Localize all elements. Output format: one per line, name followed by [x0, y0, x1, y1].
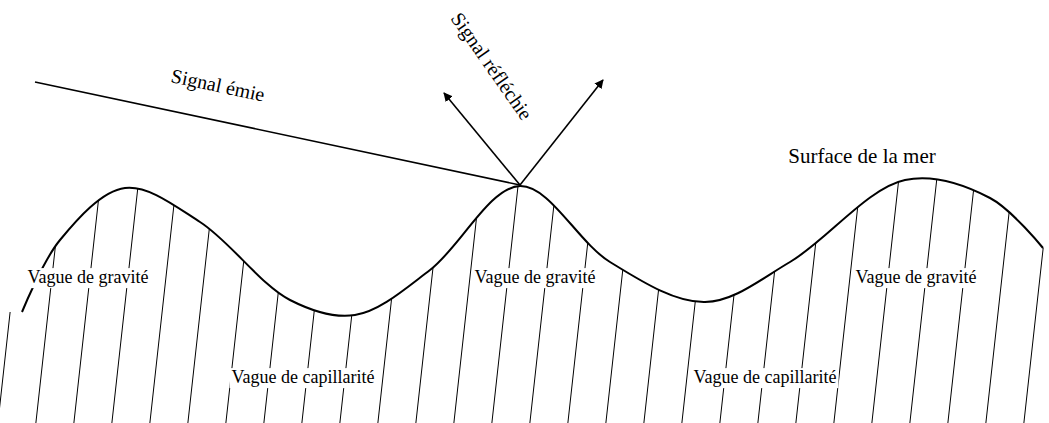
- hatch-line: [148, 150, 180, 423]
- wave-label: Vague de gravité: [854, 268, 979, 288]
- sea-surface-line: [22, 178, 1043, 316]
- emitted-signal-line: [35, 82, 520, 185]
- signal-label: Signal réfléchie: [446, 6, 539, 125]
- surface-label: Surface de la mer: [786, 145, 938, 168]
- hatch-line: [0, 150, 28, 423]
- hatch-line: [414, 150, 446, 423]
- water-hatching: [0, 150, 1049, 423]
- signal-label: Signal émie: [167, 64, 268, 106]
- wave-label: Vague de gravité: [473, 268, 598, 288]
- wave-label: Vague de capillarité: [692, 368, 839, 388]
- wave-label: Vague de gravité: [26, 268, 151, 288]
- hatch-line: [1022, 150, 1049, 423]
- wave-label: Vague de capillarité: [230, 368, 377, 388]
- hatch-line: [186, 150, 218, 423]
- hatch-line: [604, 150, 636, 423]
- normal-arrow: [520, 80, 603, 185]
- hatch-line: [984, 150, 1016, 423]
- hatch-line: [376, 150, 408, 423]
- hatch-line: [642, 150, 674, 423]
